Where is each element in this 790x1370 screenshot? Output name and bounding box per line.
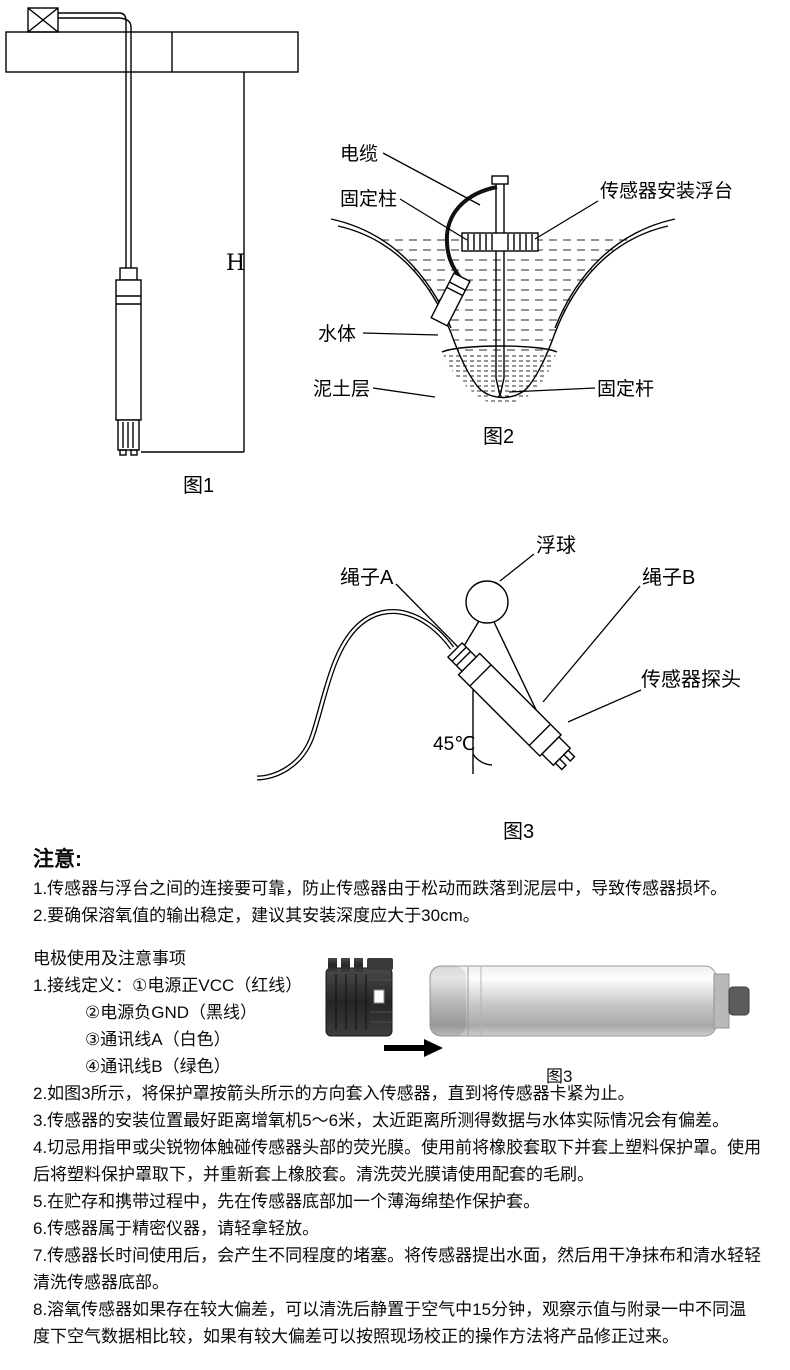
cable-line (58, 12, 127, 268)
pond-bank-outline (337, 225, 669, 399)
figure2-label-mud-layer: 泥土层 (313, 378, 370, 400)
figure2-label-water-body: 水体 (318, 323, 356, 345)
figure3-label-angle: 45℃ (433, 734, 475, 755)
figure3-label-rope-a: 绳子A (340, 566, 394, 589)
electrode-title: 电极使用及注意事项 (33, 949, 186, 968)
wiring-line: ③通讯线A（白色） (85, 1030, 231, 1049)
angle-arc (472, 753, 493, 766)
wiring-line: ②电源负GND（黑线） (85, 1003, 258, 1022)
mud-boundary (441, 345, 558, 353)
electrode-item: 8.溶氧传感器如果存在较大偏差，可以清洗后静置于空气中15分钟，观察示值与附录一… (33, 1300, 747, 1346)
electrode-section: 电极使用及注意事项 1.接线定义：①电源正VCC（红线） ②电源负GND（黑线）… (33, 945, 763, 1350)
wiring-intro: 1.接线定义：①电源正VCC（红线） (33, 976, 303, 995)
sensor-probe (446, 641, 576, 771)
figure3-label-sensor-probe: 传感器探头 (641, 668, 741, 691)
sensor-cable (256, 609, 455, 781)
figure2-label-fixing-rod: 固定杆 (597, 378, 654, 400)
figure2-label-mounting-float: 传感器安装浮台 (600, 180, 733, 202)
notice-item: 2.要确保溶氧值的输出稳定，建议其安装深度应大于30cm。 (33, 906, 480, 925)
figure3-caption: 图3 (503, 821, 534, 843)
sensor-cap (119, 267, 138, 281)
electrode-item: 7.传感器长时间使用后，会产生不同程度的堵塞。将传感器提出水面，然后用干净抹布和… (33, 1246, 762, 1292)
protective-cap (325, 958, 393, 1037)
figure3-label-rope-b: 绳子B (642, 566, 695, 589)
figure3-label-float-ball: 浮球 (536, 534, 576, 557)
sensor-body (115, 279, 142, 421)
wiring-line: ④通讯线B（绿色） (85, 1057, 231, 1076)
sensor-cable (444, 185, 498, 281)
figure2-caption: 图2 (483, 426, 514, 448)
figure1-caption: 图1 (183, 475, 214, 497)
figure3-float-diagram: 浮球 绳子A 绳子B 45℃ 传感器探头 图3 (256, 534, 741, 843)
figure2-label-fixing-post: 固定柱 (340, 188, 397, 210)
electrode-item: 6.传感器属于精密仪器，请轻拿轻放。 (33, 1219, 320, 1238)
electrode-item: 5.在贮存和携带过程中，先在传感器底部加一个薄海绵垫作保护套。 (33, 1192, 541, 1211)
electrode-item: 4.切忌用指甲或尖锐物体触碰传感器头部的荧光膜。使用前将橡胶套取下并套上塑料保护… (33, 1138, 762, 1184)
figure3b-caption: 图3 (546, 1067, 573, 1086)
figure2-label-cable: 电缆 (340, 143, 378, 165)
float-ball (465, 580, 509, 624)
electrode-item: 2.如图3所示，将保护罩按箭头所示的方向套入传感器，直到将传感器卡紧为止。 (33, 1084, 635, 1103)
sensor-cylinder (429, 965, 750, 1037)
figure1-h-label: H (226, 251, 245, 276)
notice-title: 注意: (33, 848, 82, 871)
figure2-pond-diagram: 电缆 固定柱 传感器安装浮台 水体 泥土层 固定杆 图2 (313, 143, 733, 448)
float-platform (461, 232, 539, 252)
direction-arrow-icon (384, 1039, 443, 1057)
figure1-installation-diagram: H 图1 (5, 7, 299, 497)
notice-section: 注意: 1.传感器与浮台之间的连接要可靠，防止传感器由于松动而跌落到泥层中，导致… (33, 845, 763, 929)
mounting-beam (5, 31, 299, 73)
tilted-sensor (430, 272, 471, 327)
notice-item: 1.传感器与浮台之间的连接要可靠，防止传感器由于松动而跌落到泥层中，导致传感器损… (33, 879, 728, 898)
figure3b-product-photo (325, 958, 750, 1057)
electrode-item: 3.传感器的安装位置最好距离增氧机5～6米，太近距离所测得数据与水体实际情况会有… (33, 1111, 730, 1130)
